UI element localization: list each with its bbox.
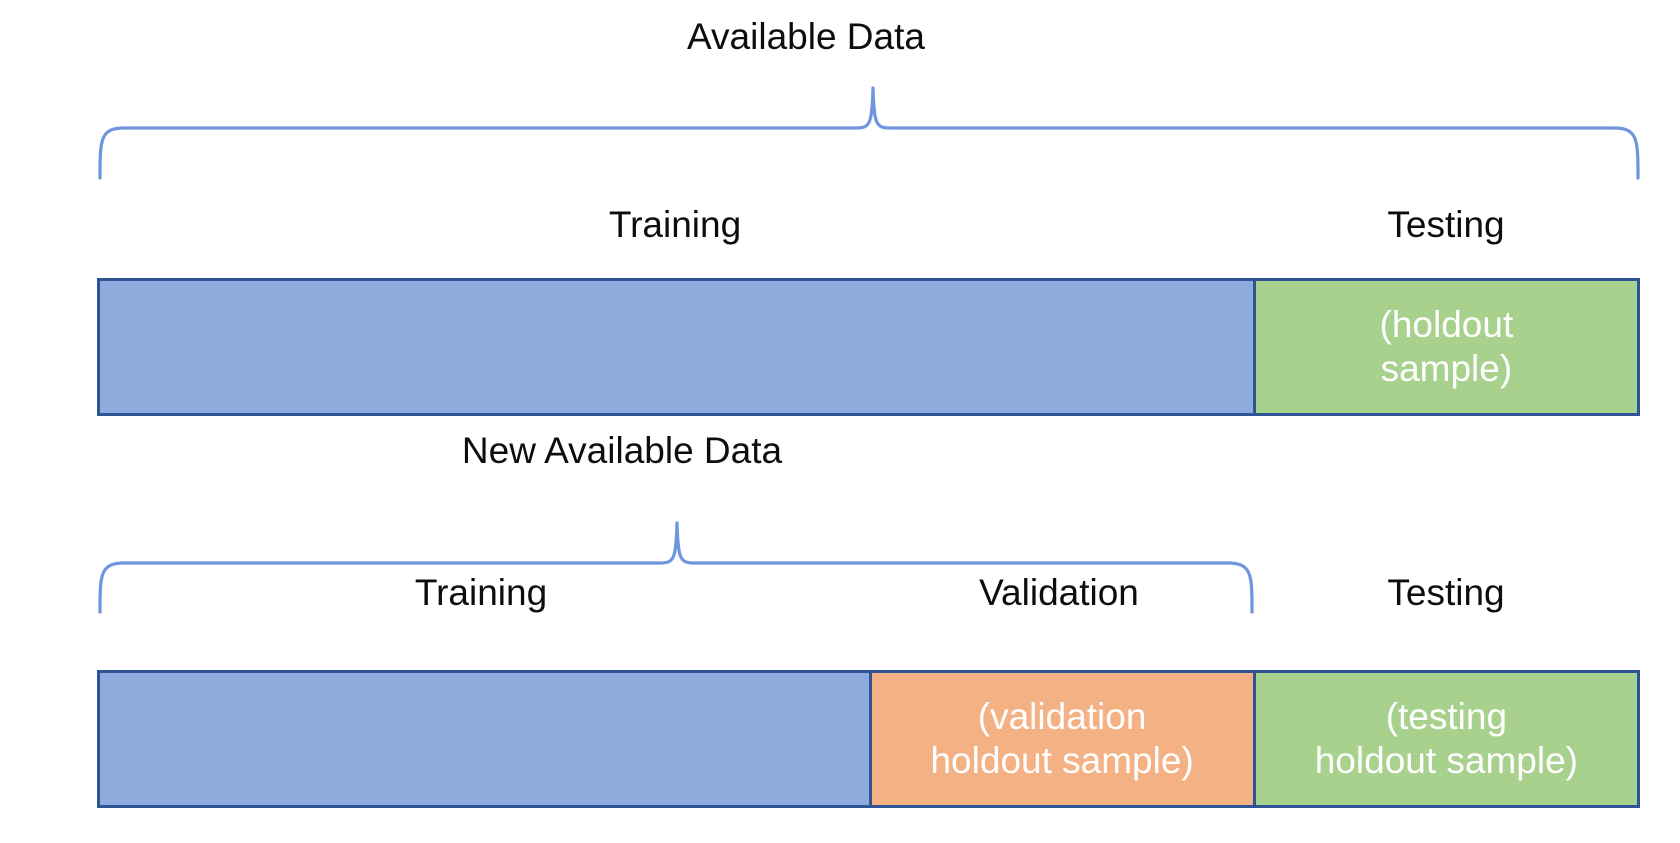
- row1-header-testing: Testing: [1387, 204, 1505, 245]
- row2-segment-validation-text: (validation holdout sample): [930, 696, 1194, 781]
- row2-segment-testing[interactable]: (testing holdout sample): [1252, 673, 1637, 805]
- row1-segment-testing[interactable]: (holdout sample): [1252, 281, 1637, 413]
- row1-segment-training[interactable]: [100, 281, 1253, 413]
- row1-brace-icon: [98, 86, 1640, 180]
- row2-segment-validation[interactable]: (validation holdout sample): [868, 673, 1253, 805]
- row2-segment-training[interactable]: [100, 673, 869, 805]
- row2-header-training: Training: [414, 572, 548, 613]
- row2-header-testing: Testing: [1387, 572, 1505, 613]
- row1-bar: (holdout sample): [97, 278, 1640, 416]
- row1-brace-label: Available Data: [687, 16, 925, 57]
- row2-brace-label: New Available Data: [461, 430, 783, 471]
- row2-header-validation: Validation: [979, 572, 1139, 613]
- row1-header-training: Training: [608, 204, 742, 245]
- row2-bar: (validation holdout sample) (testing hol…: [97, 670, 1640, 808]
- row1-segment-testing-text: (holdout sample): [1379, 304, 1514, 389]
- row2-segment-testing-text: (testing holdout sample): [1314, 696, 1578, 781]
